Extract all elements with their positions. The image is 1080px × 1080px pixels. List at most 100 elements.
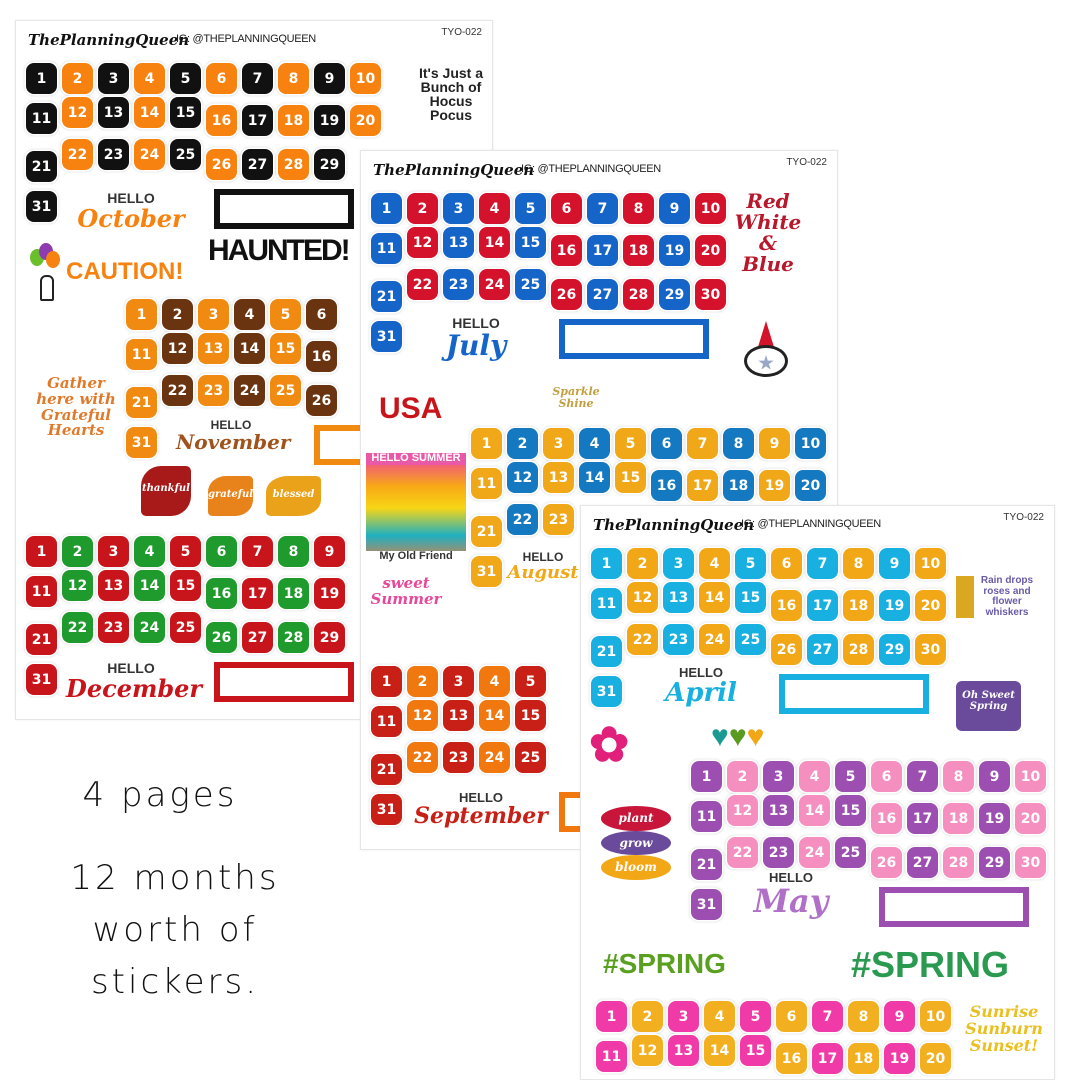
date-sticker-14: 14 bbox=[799, 795, 830, 826]
date-sticker-2: 2 bbox=[627, 548, 658, 579]
date-sticker-4: 4 bbox=[234, 299, 265, 330]
date-sticker-9: 9 bbox=[884, 1001, 915, 1032]
date-sticker-27: 27 bbox=[242, 149, 273, 180]
date-sticker-3: 3 bbox=[198, 299, 229, 330]
date-sticker-6: 6 bbox=[871, 761, 902, 792]
date-sticker-25: 25 bbox=[515, 742, 546, 773]
date-sticker-23: 23 bbox=[543, 504, 574, 535]
date-sticker-1: 1 bbox=[371, 666, 402, 697]
skeleton-balloon-icon bbox=[30, 243, 62, 303]
date-sticker-19: 19 bbox=[979, 803, 1010, 834]
date-sticker-9: 9 bbox=[879, 548, 910, 579]
date-sticker-13: 13 bbox=[98, 97, 129, 128]
date-sticker-21: 21 bbox=[371, 281, 402, 312]
date-sticker-4: 4 bbox=[579, 428, 610, 459]
date-sticker-11: 11 bbox=[26, 103, 57, 134]
date-sticker-18: 18 bbox=[623, 235, 654, 266]
date-sticker-16: 16 bbox=[771, 590, 802, 621]
sticker-hocus-pocus: It's Just a Bunch of Hocus Pocus bbox=[418, 65, 484, 123]
date-sticker-15: 15 bbox=[270, 333, 301, 364]
date-sticker-12: 12 bbox=[632, 1035, 663, 1066]
date-sticker-22: 22 bbox=[162, 375, 193, 406]
date-sticker-11: 11 bbox=[691, 801, 722, 832]
date-sticker-6: 6 bbox=[206, 536, 237, 567]
label-box bbox=[559, 319, 709, 359]
date-sticker-22: 22 bbox=[407, 269, 438, 300]
date-sticker-23: 23 bbox=[98, 612, 129, 643]
date-sticker-11: 11 bbox=[596, 1041, 627, 1072]
date-sticker-3: 3 bbox=[443, 193, 474, 224]
date-sticker-8: 8 bbox=[623, 193, 654, 224]
date-sticker-18: 18 bbox=[943, 803, 974, 834]
date-sticker-7: 7 bbox=[907, 761, 938, 792]
date-sticker-25: 25 bbox=[170, 612, 201, 643]
date-sticker-24: 24 bbox=[799, 837, 830, 868]
date-sticker-15: 15 bbox=[735, 582, 766, 613]
date-sticker-28: 28 bbox=[843, 634, 874, 665]
date-sticker-24: 24 bbox=[134, 612, 165, 643]
date-sticker-13: 13 bbox=[763, 795, 794, 826]
date-sticker-21: 21 bbox=[26, 624, 57, 655]
date-sticker-7: 7 bbox=[242, 536, 273, 567]
date-sticker-21: 21 bbox=[371, 754, 402, 785]
date-sticker-5: 5 bbox=[835, 761, 866, 792]
date-sticker-6: 6 bbox=[306, 299, 337, 330]
date-sticker-13: 13 bbox=[98, 570, 129, 601]
date-sticker-14: 14 bbox=[134, 97, 165, 128]
date-sticker-4: 4 bbox=[704, 1001, 735, 1032]
date-sticker-25: 25 bbox=[835, 837, 866, 868]
date-sticker-13: 13 bbox=[668, 1035, 699, 1066]
date-sticker-20: 20 bbox=[795, 470, 826, 501]
sticker-sparkle-shine: Sparkle Shine bbox=[552, 385, 600, 410]
date-sticker-16: 16 bbox=[206, 578, 237, 609]
date-sticker-28: 28 bbox=[943, 847, 974, 878]
date-sticker-3: 3 bbox=[763, 761, 794, 792]
date-sticker-29: 29 bbox=[314, 622, 345, 653]
date-sticker-21: 21 bbox=[471, 516, 502, 547]
date-sticker-4: 4 bbox=[134, 63, 165, 94]
date-sticker-27: 27 bbox=[242, 622, 273, 653]
date-sticker-16: 16 bbox=[551, 235, 582, 266]
date-sticker-4: 4 bbox=[134, 536, 165, 567]
date-sticker-9: 9 bbox=[659, 193, 690, 224]
date-sticker-20: 20 bbox=[920, 1043, 951, 1074]
instagram-handle: IG: @THEPLANNINGQUEEN bbox=[741, 518, 881, 530]
label-box bbox=[214, 189, 354, 229]
date-sticker-15: 15 bbox=[515, 700, 546, 731]
date-sticker-4: 4 bbox=[699, 548, 730, 579]
date-sticker-18: 18 bbox=[278, 578, 309, 609]
label-box bbox=[879, 887, 1029, 927]
sticker-oh-sweet-spring: Oh Sweet Spring bbox=[956, 681, 1021, 731]
date-sticker-18: 18 bbox=[278, 105, 309, 136]
sticker-gather-grateful: Gather here with Grateful Hearts bbox=[36, 374, 116, 440]
date-sticker-15: 15 bbox=[835, 795, 866, 826]
date-sticker-10: 10 bbox=[920, 1001, 951, 1032]
date-sticker-2: 2 bbox=[62, 63, 93, 94]
date-sticker-25: 25 bbox=[515, 269, 546, 300]
date-sticker-28: 28 bbox=[278, 149, 309, 180]
date-sticker-13: 13 bbox=[543, 462, 574, 493]
date-sticker-28: 28 bbox=[623, 279, 654, 310]
date-sticker-17: 17 bbox=[587, 235, 618, 266]
date-sticker-31: 31 bbox=[471, 556, 502, 587]
label-box bbox=[779, 674, 929, 714]
date-sticker-29: 29 bbox=[314, 149, 345, 180]
date-sticker-3: 3 bbox=[668, 1001, 699, 1032]
date-sticker-19: 19 bbox=[759, 470, 790, 501]
date-sticker-23: 23 bbox=[763, 837, 794, 868]
date-sticker-24: 24 bbox=[699, 624, 730, 655]
date-sticker-15: 15 bbox=[170, 97, 201, 128]
date-sticker-5: 5 bbox=[170, 536, 201, 567]
brand-logo: ThePlanningQueen bbox=[28, 31, 190, 49]
date-sticker-8: 8 bbox=[943, 761, 974, 792]
date-sticker-16: 16 bbox=[206, 105, 237, 136]
date-sticker-16: 16 bbox=[776, 1043, 807, 1074]
date-sticker-17: 17 bbox=[687, 470, 718, 501]
date-sticker-20: 20 bbox=[1015, 803, 1046, 834]
date-sticker-26: 26 bbox=[771, 634, 802, 665]
date-sticker-11: 11 bbox=[471, 468, 502, 499]
date-sticker-14: 14 bbox=[579, 462, 610, 493]
date-sticker-5: 5 bbox=[515, 666, 546, 697]
